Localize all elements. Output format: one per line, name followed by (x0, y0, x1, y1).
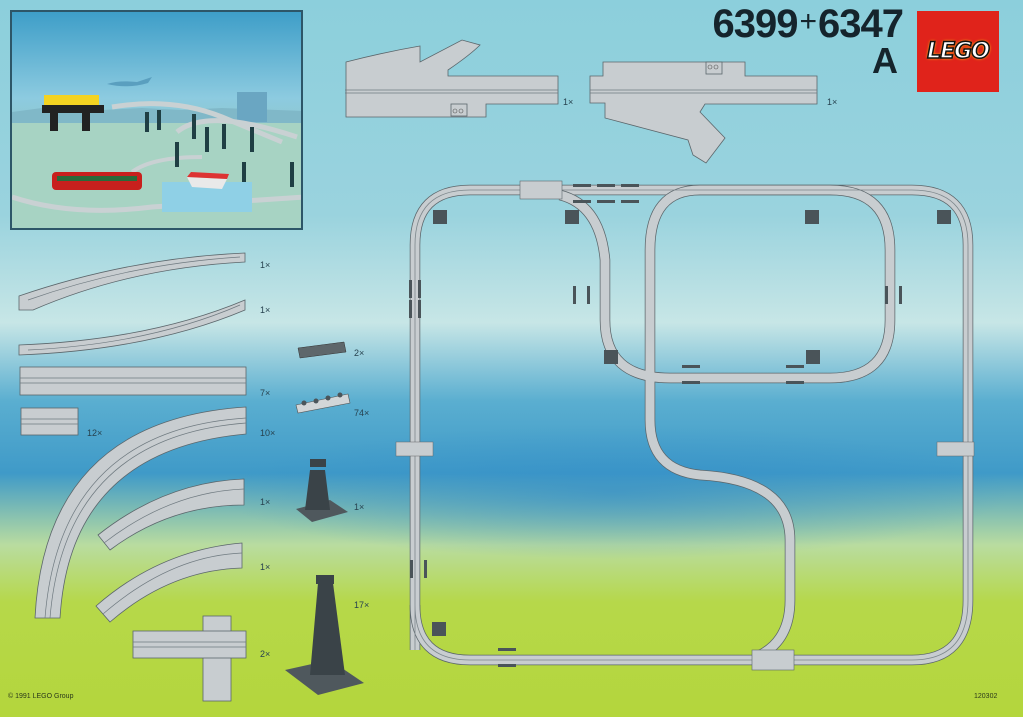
t-junction-support-track (132, 615, 247, 702)
curved-ramp-track-up (18, 252, 246, 311)
copyright-text: © 1991 LEGO Group (8, 693, 74, 700)
set-number-title: 6399+6347 (713, 2, 904, 47)
set-number-2: 6347 (818, 2, 904, 46)
set-photo-illustration (12, 77, 301, 228)
qty-curved-ramp-up: 1× (260, 260, 271, 270)
qty-switch-right: 1× (827, 97, 838, 107)
support-pillar-tall (285, 575, 364, 695)
qty-curve-large: 10× (260, 428, 276, 438)
qty-curve-right: 1× (260, 562, 271, 572)
qty-curve-left: 1× (260, 497, 271, 507)
curve-track-right (95, 542, 243, 623)
qty-t-junction: 2× (260, 649, 271, 659)
curved-ramp-track-down (18, 299, 246, 356)
straight-track-long (19, 366, 247, 396)
set-photo (10, 10, 303, 230)
tile-1x4-dark-gray (297, 341, 347, 359)
document-code: 120302 (974, 693, 998, 700)
variant-letter: A (872, 40, 898, 81)
plus-sign: + (799, 5, 817, 38)
switch-track-right (589, 61, 818, 164)
qty-switch-left: 1× (563, 97, 574, 107)
qty-straight-long: 7× (260, 388, 271, 398)
plate-1x4-light-gray (295, 392, 351, 414)
lego-logo-text: LEGO (926, 38, 990, 65)
curve-track-left (97, 478, 245, 551)
lego-logo: LEGO (917, 11, 999, 92)
qty-straight-short: 12× (87, 428, 103, 438)
qty-pillar-tall: 17× (354, 600, 370, 610)
switch-track-left (345, 39, 559, 118)
straight-track-short (20, 407, 79, 436)
support-pillar-short (296, 459, 348, 522)
qty-pillar-short: 1× (354, 502, 365, 512)
set-number-1: 6399 (712, 2, 799, 46)
track-layout (395, 180, 975, 671)
qty-plate-1x4: 74× (354, 408, 370, 418)
qty-tile-1x4: 2× (354, 348, 365, 358)
curve-track-large (34, 406, 247, 619)
qty-curved-ramp-down: 1× (260, 305, 271, 315)
